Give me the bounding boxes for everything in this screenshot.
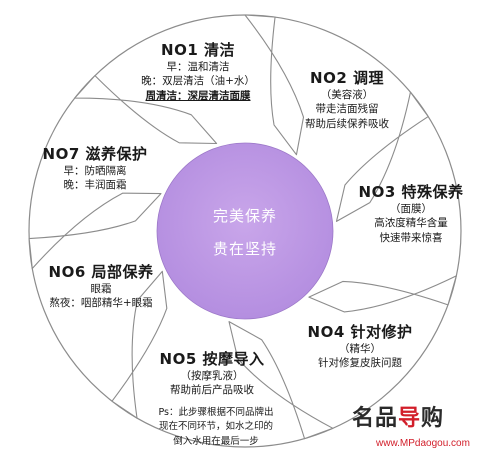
step-6-title: NO6 局部保养 bbox=[48, 263, 154, 281]
watermark-url: www.MPdaogou.com bbox=[376, 438, 470, 449]
step-4-line-1: （精华） bbox=[339, 343, 381, 356]
step-4: NO4 针对修护 （精华） 针对修复皮肤问题 bbox=[300, 322, 420, 371]
divider-arrow-4 bbox=[228, 321, 334, 440]
segment-arrows bbox=[28, 14, 457, 440]
step-3-title: NO3 特殊保养 bbox=[358, 183, 464, 201]
step-5-line-2: 帮助前后产品吸收 bbox=[170, 384, 254, 397]
watermark-logo-part-2: 导 bbox=[398, 406, 422, 431]
divider-arrow-3 bbox=[308, 275, 457, 313]
watermark-logo: 名品导购 bbox=[352, 400, 444, 432]
step-5-line-1: （按摩乳液） bbox=[180, 370, 244, 383]
step-2-line-3: 帮助后续保养吸收 bbox=[305, 117, 389, 130]
ps-note-line-2: 现在不同环节，如水之印的 bbox=[158, 421, 273, 433]
ps-note-line-3: 倒入水用在最后一步 bbox=[173, 435, 259, 447]
step-3: NO3 特殊保养 （面膜） 高浓度精华含量 快速带来惊喜 bbox=[352, 182, 470, 245]
watermark-logo-part-3: 购 bbox=[421, 406, 445, 431]
step-6: NO6 局部保养 眼霜 熬夜：咽部精华+眼霜 bbox=[38, 262, 164, 311]
center-line-1: 完美保养 bbox=[212, 207, 277, 225]
step-4-title: NO4 针对修护 bbox=[307, 323, 413, 341]
step-7-line-1: 早：防晒隔离 bbox=[63, 165, 127, 178]
step-3-line-1: （面膜） bbox=[390, 203, 432, 216]
step-7-title: NO7 滋养保护 bbox=[42, 145, 148, 163]
step-2-line-1: （美容液） bbox=[320, 89, 374, 102]
step-1-line-1: 早：温和清洁 bbox=[166, 61, 230, 74]
step-5: NO5 按摩导入 （按摩乳液） 帮助前后产品吸收 bbox=[150, 349, 274, 398]
divider-arrow-6 bbox=[28, 192, 162, 270]
step-3-line-3: 快速带来惊喜 bbox=[379, 231, 443, 244]
center-line-2: 贵在坚持 bbox=[212, 240, 277, 258]
step-5-title: NO5 按摩导入 bbox=[159, 350, 265, 368]
step-1-title: NO1 清洁 bbox=[161, 41, 235, 59]
step-1-weekly: 周清洁：深层清洁面膜 bbox=[145, 89, 251, 102]
step-1: NO1 清洁 早：温和清洁 晚：双层清洁（油+水） 周清洁：深层清洁面膜 bbox=[128, 40, 268, 103]
step-7: NO7 滋养保护 早：防晒隔离 晚：丰润面霜 bbox=[36, 144, 154, 193]
ps-note: Ps：此步骤根据不同品牌出 现在不同环节，如水之印的 倒入水用在最后一步 bbox=[142, 406, 290, 449]
center-circle bbox=[156, 142, 334, 320]
step-6-line-2: 熬夜：咽部精华+眼霜 bbox=[49, 297, 153, 310]
divider-arrow-1 bbox=[244, 14, 305, 156]
step-2-title: NO2 调理 bbox=[310, 69, 384, 87]
step-7-line-2: 晚：丰润面霜 bbox=[63, 179, 127, 192]
divider-arrow-5 bbox=[111, 270, 168, 419]
step-2-line-2: 带走洁面残留 bbox=[315, 103, 379, 116]
ps-note-line-1: Ps：此步骤根据不同品牌出 bbox=[158, 407, 274, 418]
divider-arrow-2 bbox=[335, 91, 429, 222]
step-6-line-1: 眼霜 bbox=[90, 283, 112, 296]
step-4-line-2: 针对修复皮肤问题 bbox=[318, 357, 402, 370]
step-1-line-2: 晚：双层清洁（油+水） bbox=[141, 75, 255, 88]
step-3-line-2: 高浓度精华含量 bbox=[374, 217, 448, 230]
step-2: NO2 调理 （美容液） 带走洁面残留 帮助后续保养吸收 bbox=[292, 68, 402, 131]
divider-arrow-7 bbox=[74, 75, 218, 145]
watermark-logo-part-1: 名品 bbox=[352, 406, 399, 431]
